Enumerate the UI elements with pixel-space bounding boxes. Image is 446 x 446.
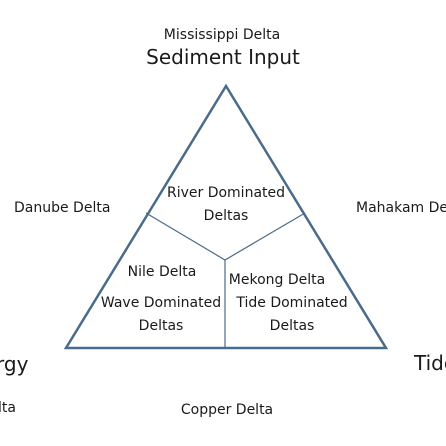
bottom-example-label: Copper Delta: [180, 402, 274, 418]
nile-delta-label: Nile Delta: [127, 264, 197, 280]
tide-dominated-label-line1: Tide Dominated: [236, 295, 348, 311]
outer-triangle: [63, 83, 389, 350]
top-example-label: Mississippi Delta: [163, 27, 281, 43]
river-dominated-label-line1: River Dominated: [166, 185, 286, 201]
wave-dominated-label-line1: Wave Dominated: [100, 295, 222, 311]
right-corner-title: Tide: [414, 351, 446, 375]
left-bottom-example-label: lta: [0, 400, 16, 416]
tide-dominated-label-line2: Deltas: [269, 318, 315, 334]
left-corner-title: rgy: [0, 352, 29, 376]
right-example-label: Mahakam Del: [356, 200, 446, 216]
sediment-input-title: Sediment Input: [146, 45, 300, 69]
left-example-label: Danube Delta: [14, 200, 111, 216]
river-dominated-label-line2: Deltas: [203, 208, 249, 224]
mekong-delta-label: Mekong Delta: [228, 272, 326, 288]
wave-dominated-label-line2: Deltas: [138, 318, 184, 334]
